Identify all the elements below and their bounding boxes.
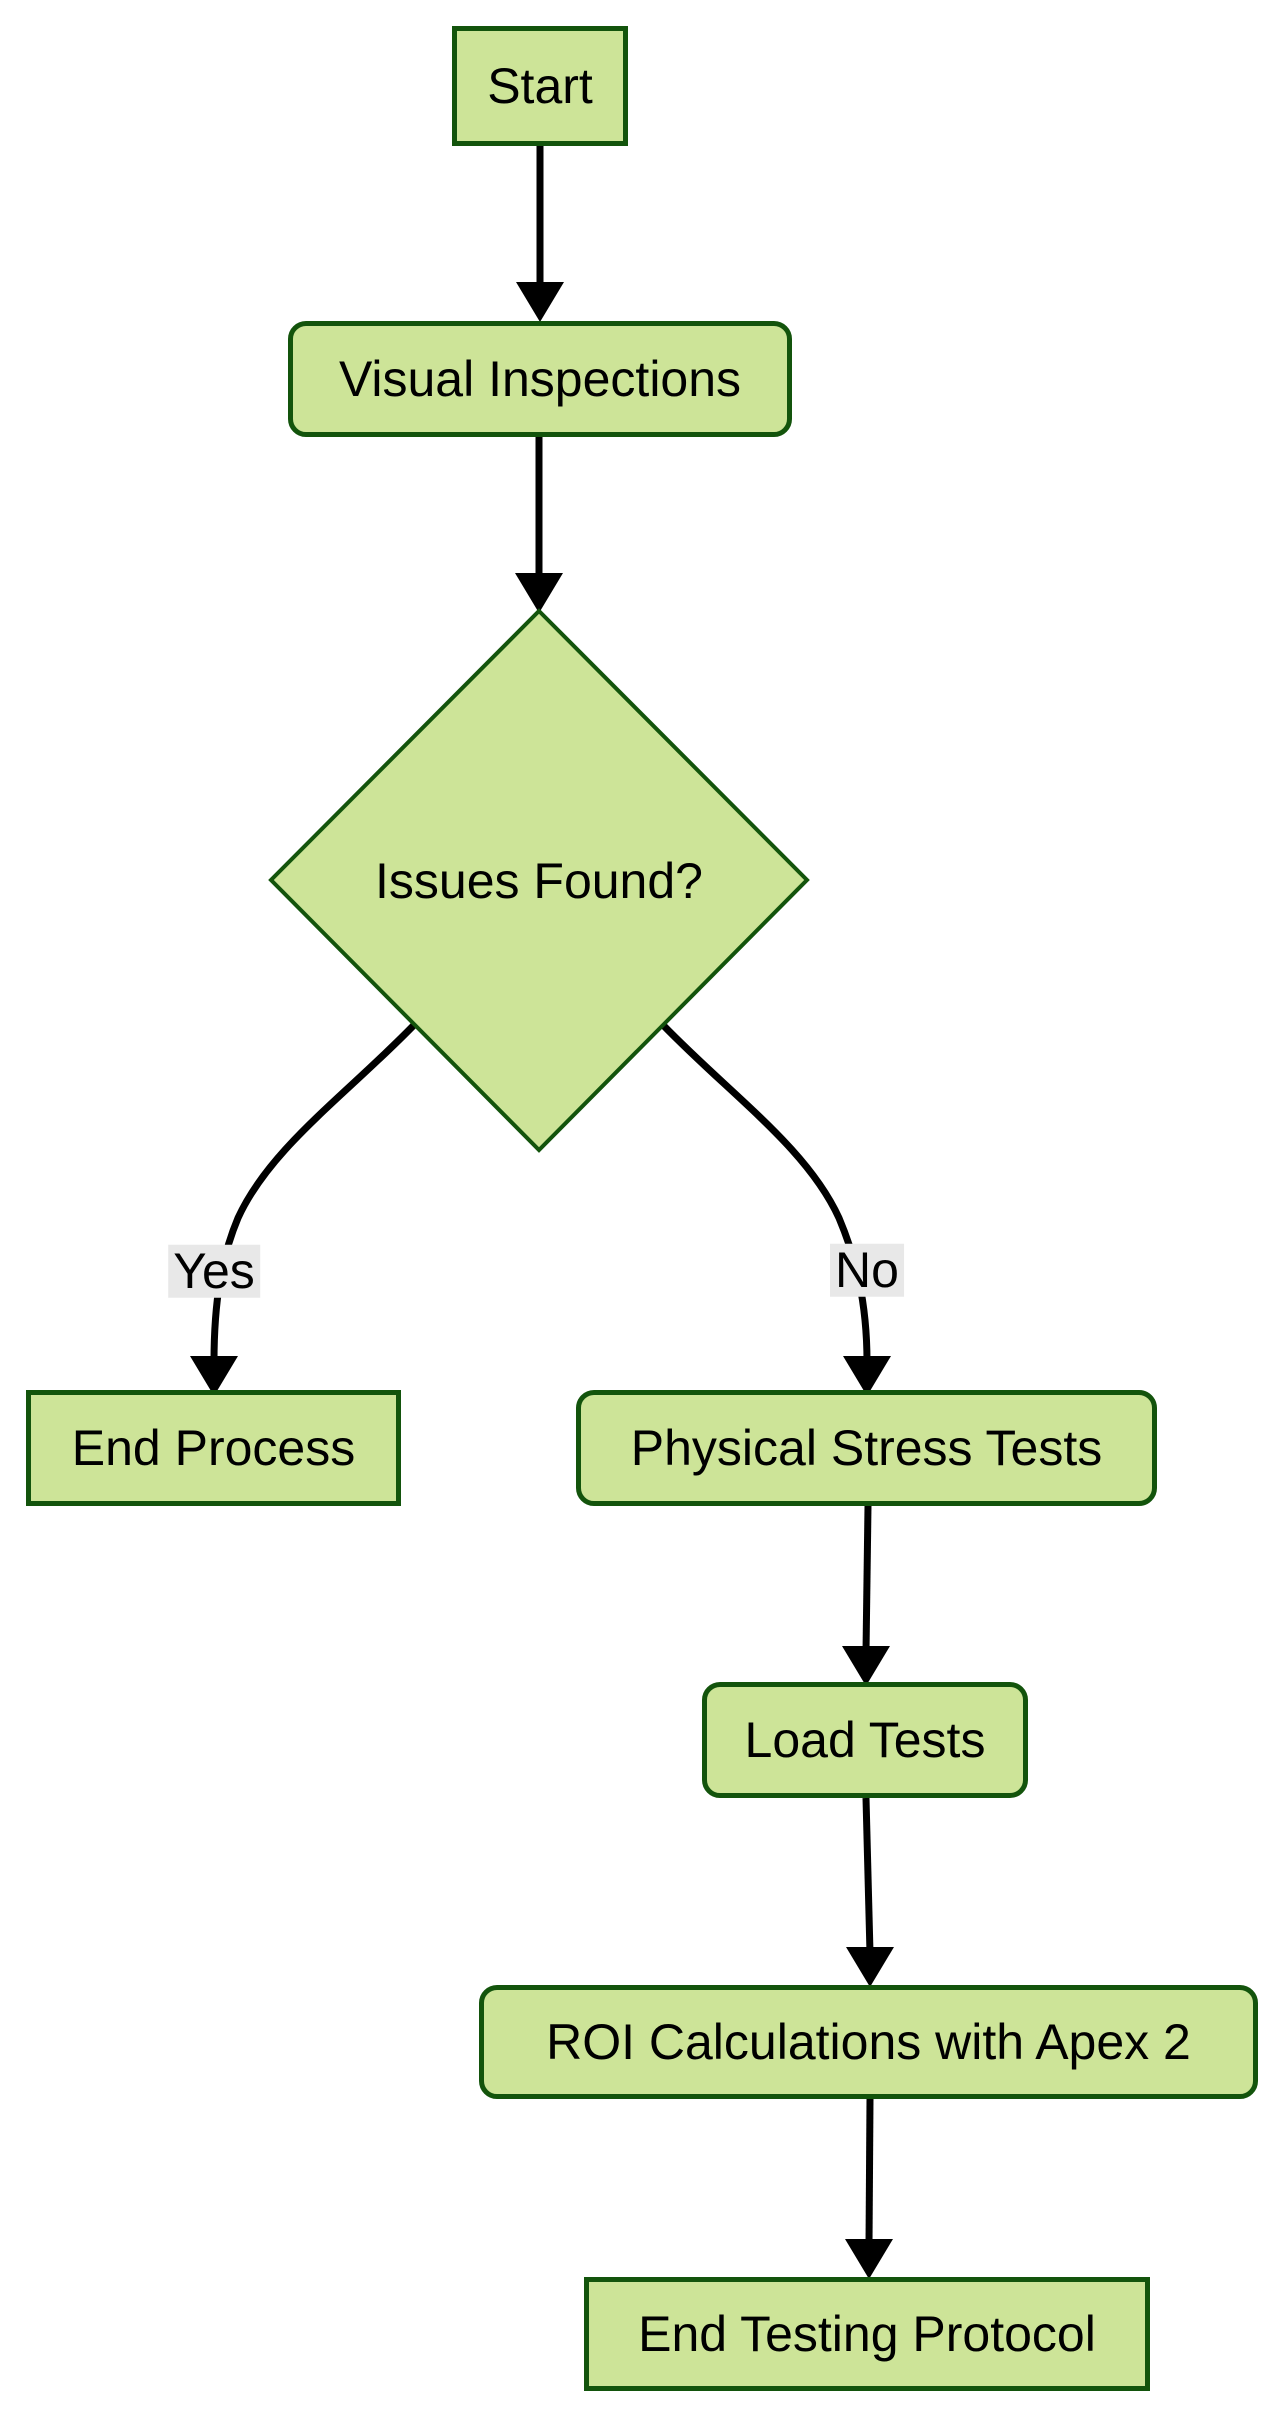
arrowhead-no-to-physical	[843, 1356, 891, 1396]
node-physical-stress-tests-label: Physical Stress Tests	[630, 1419, 1103, 1476]
node-roi-calculations-label: ROI Calculations with Apex 2	[546, 2013, 1191, 2070]
node-roi-calculations: ROI Calculations with Apex 2	[479, 1985, 1258, 2099]
edge-label-yes: Yes	[168, 1245, 260, 1298]
node-start: Start	[452, 26, 628, 146]
arrowhead-yes-to-end-process	[190, 1356, 238, 1396]
edge-physical-to-load	[862, 1505, 872, 1653]
node-end-process-label: End Process	[71, 1419, 356, 1476]
node-physical-stress-tests: Physical Stress Tests	[576, 1390, 1157, 1506]
arrowhead-load-to-roi	[846, 1947, 894, 1987]
node-visual-inspections-label: Visual Inspections	[338, 350, 742, 407]
edge-load-to-roi	[862, 1797, 874, 1954]
node-issues-found-label: Issues Found?	[375, 853, 703, 909]
edge-decision-no-to-physical	[660, 1022, 871, 1363]
arrowhead-roi-to-end-testing	[845, 2239, 893, 2279]
arrowhead-physical-to-load	[842, 1646, 890, 1686]
decision-diamond-shape	[268, 608, 810, 1153]
node-end-process: End Process	[26, 1390, 401, 1506]
node-load-tests-label: Load Tests	[744, 1711, 986, 1768]
arrowhead-start-to-visual	[516, 282, 564, 322]
edge-label-no: No	[830, 1244, 904, 1297]
node-end-testing-protocol: End Testing Protocol	[584, 2277, 1150, 2391]
node-issues-found: Issues Found?	[319, 816, 759, 946]
node-visual-inspections: Visual Inspections	[288, 321, 792, 437]
node-start-label: Start	[487, 57, 593, 114]
edge-decision-yes-to-end-process	[210, 1022, 417, 1363]
edge-roi-to-end-testing	[865, 2098, 874, 2246]
node-load-tests: Load Tests	[702, 1682, 1028, 1798]
node-end-testing-protocol-label: End Testing Protocol	[638, 2305, 1096, 2362]
arrowhead-visual-to-decision	[515, 573, 563, 613]
